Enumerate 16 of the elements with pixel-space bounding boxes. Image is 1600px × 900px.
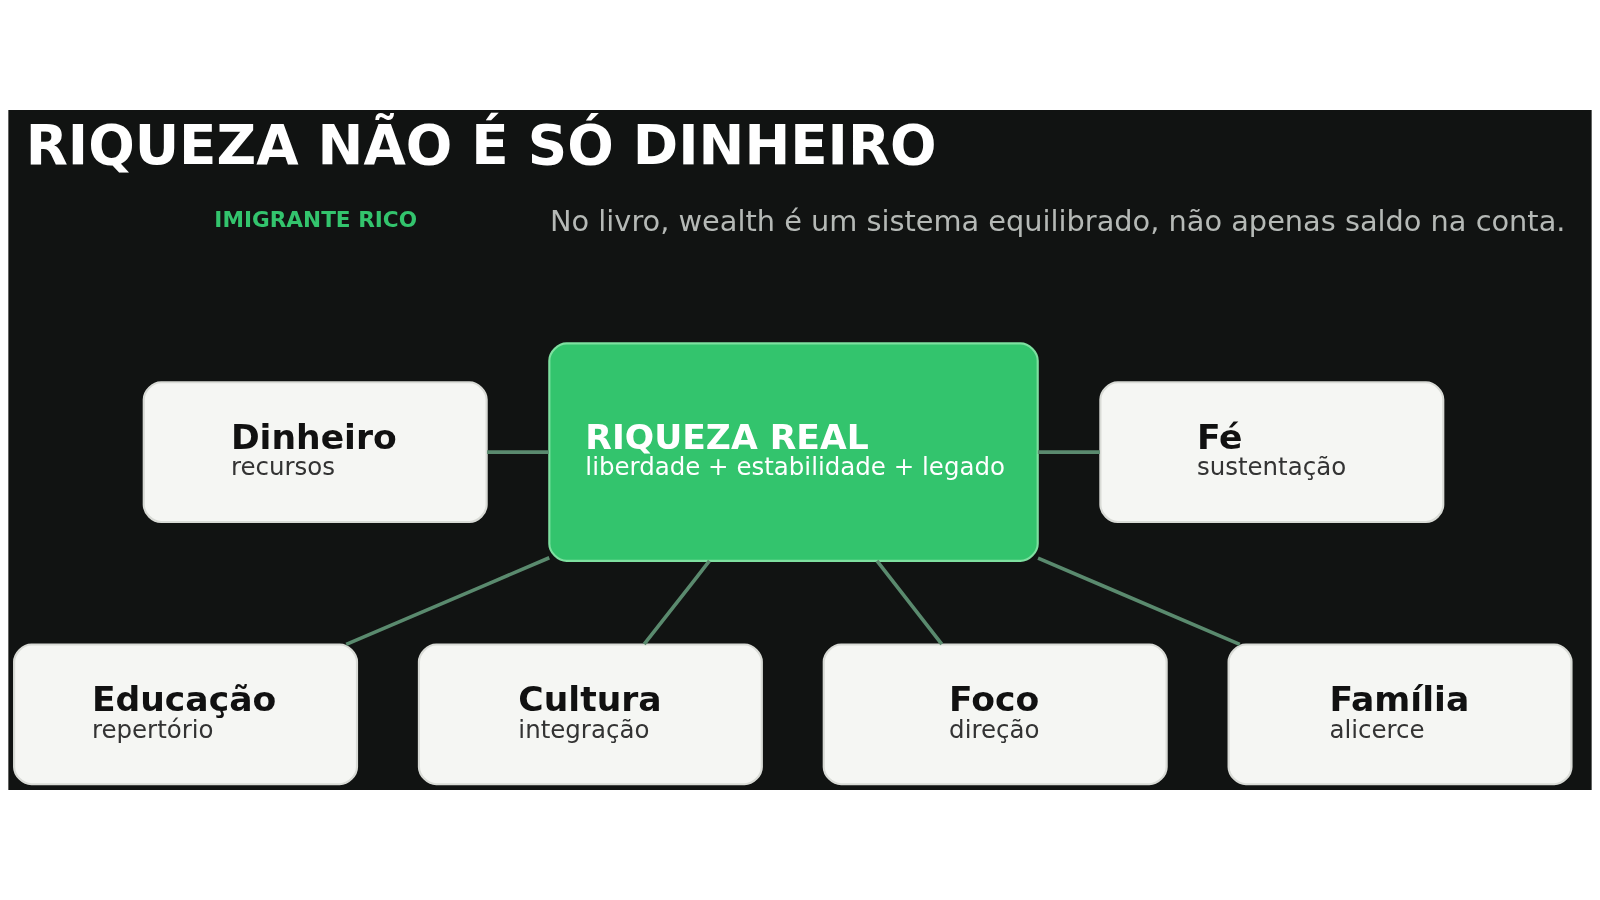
connector: [875, 559, 944, 646]
node-box: Dinheiro recursos: [142, 381, 488, 524]
connector: [642, 559, 711, 646]
node-box: RIQUEZA REAL liberdade + estabilidade + legado: [548, 342, 1039, 562]
node-box: Família alicerce: [1227, 643, 1573, 786]
connector: [1037, 450, 1100, 454]
label: IMIGRANTE RICO: [214, 207, 418, 233]
node-box: Fé sustentação: [1099, 381, 1445, 524]
node-box: Cultura integração: [417, 643, 763, 786]
connector: [1037, 556, 1241, 647]
connector: [345, 556, 550, 647]
label: No livro, wealth é um sistema equilibrado, não apenas saldo na conta.: [550, 204, 1566, 239]
node-box: Educação repertório: [13, 643, 359, 786]
diagram-title: RIQUEZA NÃO É SÓ DINHEIRO: [25, 112, 937, 177]
connector: [487, 450, 549, 454]
node-box: Foco direção: [822, 643, 1168, 786]
